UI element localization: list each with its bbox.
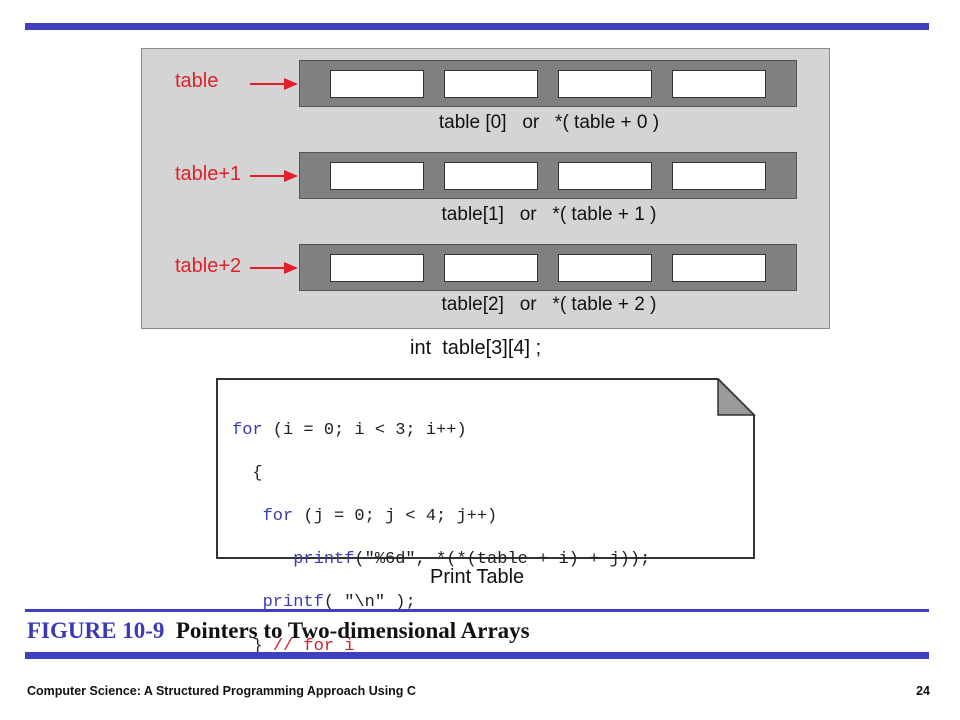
pointer-arrow-icon [250, 262, 298, 274]
figure-caption: FIGURE 10-9 Pointers to Two-dimensional … [27, 618, 530, 644]
array-cell [330, 70, 424, 98]
array-cell [330, 162, 424, 190]
code-line: printf("%6d", *(*(table + i) + j)); [232, 550, 651, 570]
row-label: table+2 [175, 255, 242, 277]
code-line: } // for i [232, 636, 355, 656]
array-cell [672, 70, 766, 98]
array-row-strip [299, 60, 797, 107]
array-cell [444, 254, 538, 282]
array-cell [672, 254, 766, 282]
code-caption: Print Table [430, 566, 525, 588]
array-declaration: int table[3][4] ; [410, 337, 542, 359]
array-row-strip [299, 244, 797, 291]
array-cell [444, 162, 538, 190]
row-caption: table[1] or *( table + 1 ) [441, 204, 657, 225]
caption-rule-top [25, 609, 929, 612]
row-caption: table [0] or *( table + 0 ) [438, 112, 660, 133]
array-cell [558, 254, 652, 282]
array-cell [672, 162, 766, 190]
page-number: 24 [916, 684, 930, 698]
row-caption: table[2] or *( table + 2 ) [441, 294, 657, 315]
pointer-arrow-icon [250, 78, 298, 90]
array-row-strip [299, 152, 797, 199]
row-label: table [175, 70, 219, 92]
code-line: for (j = 0; j < 4; j++) [232, 506, 498, 526]
code-line: { [232, 463, 263, 483]
caption-rule-bottom [25, 652, 929, 659]
figure-title: Pointers to Two-dimensional Arrays [175, 618, 530, 643]
footer-book-title: Computer Science: A Structured Programmi… [27, 684, 416, 698]
pointer-arrow-icon [250, 170, 298, 182]
array-cell [558, 70, 652, 98]
top-rule [25, 23, 929, 30]
array-cell [558, 162, 652, 190]
code-listing: for (i = 0; i < 3; i++) { for (j = 0; j … [232, 398, 650, 679]
code-line: for (i = 0; i < 3; i++) [232, 420, 467, 440]
row-label: table+1 [175, 163, 242, 185]
figure-number: FIGURE 10-9 [27, 618, 165, 643]
code-note-box [216, 378, 756, 559]
array-cell [330, 254, 424, 282]
code-line: printf( "\n" ); [232, 593, 416, 613]
array-cell [444, 70, 538, 98]
